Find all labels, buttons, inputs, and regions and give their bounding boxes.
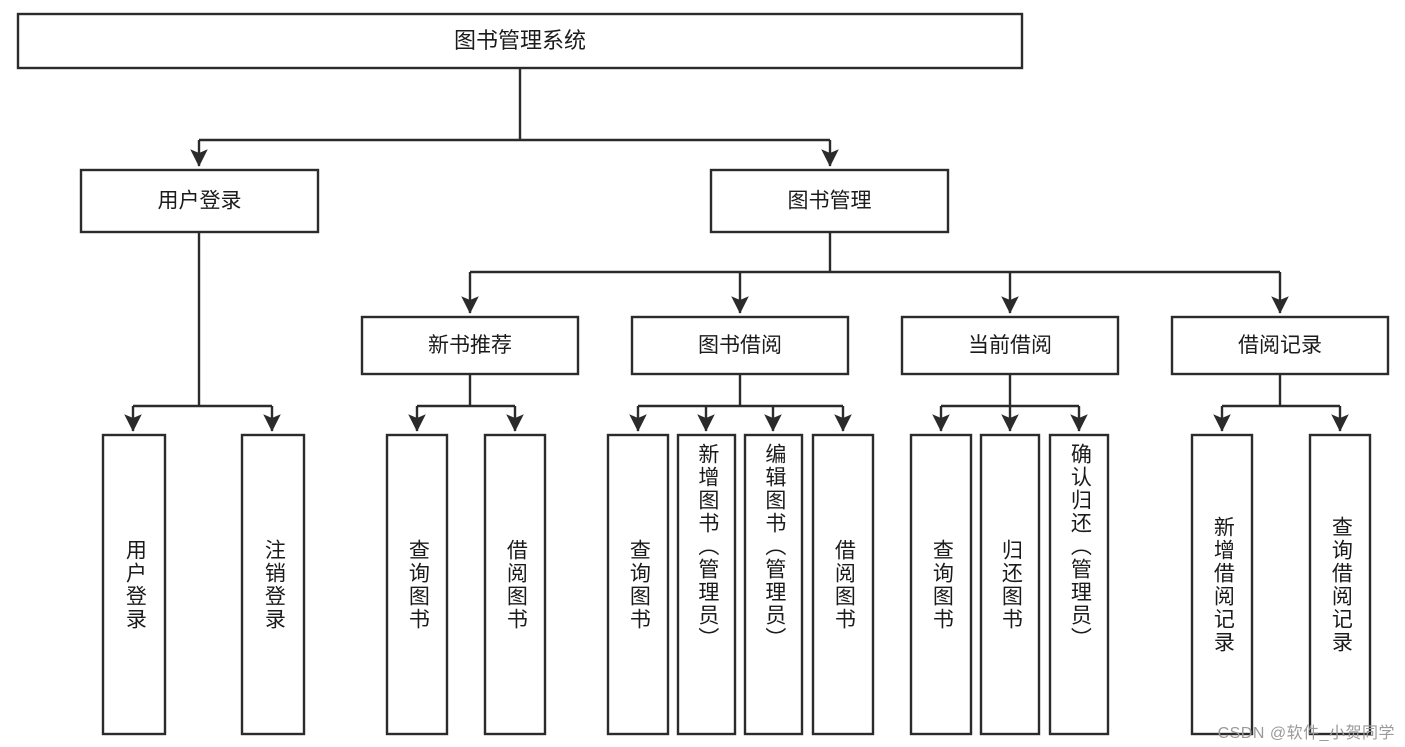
node-book-manage-box[interactable]	[709, 168, 950, 234]
node-current-borrow[interactable]: 当前借阅	[900, 315, 1120, 376]
leaf-box-query-book-3[interactable]	[909, 433, 973, 736]
node-book-manage[interactable]: 图书管理	[709, 168, 950, 234]
node-user-login[interactable]: 用户登录	[79, 168, 320, 234]
leaf-box-borrow-book-1[interactable]	[483, 433, 547, 736]
leaf-box-return-book[interactable]	[979, 433, 1041, 736]
leaf-box-confirm-return[interactable]	[1048, 433, 1110, 736]
node-current-borrow-box[interactable]	[900, 315, 1120, 376]
node-new-book-recommend-label: 新书推荐	[428, 334, 512, 357]
node-book-borrow[interactable]: 图书借阅	[630, 315, 850, 376]
node-root[interactable]: 图书管理系统	[16, 12, 1024, 70]
csdn-watermark: CSDN @软件_小贺同学	[1217, 725, 1395, 742]
node-new-book-recommend[interactable]: 新书推荐	[360, 315, 580, 376]
leaf-box-query-record[interactable]	[1308, 433, 1372, 736]
node-borrow-record[interactable]: 借阅记录	[1170, 315, 1390, 376]
leaf-box-add-record[interactable]	[1190, 433, 1254, 736]
node-current-borrow-label: 当前借阅	[968, 334, 1052, 357]
node-borrow-record-label: 借阅记录	[1238, 334, 1322, 357]
node-root-box[interactable]	[16, 12, 1024, 70]
leaf-box-borrow-book-2[interactable]	[811, 433, 875, 736]
leaf-box-query-book-2[interactable]	[606, 433, 670, 736]
leaf-box-user-logout[interactable]	[240, 433, 306, 736]
node-borrow-record-box[interactable]	[1170, 315, 1390, 376]
node-root-label: 图书管理系统	[454, 28, 586, 53]
node-new-book-recommend-box[interactable]	[360, 315, 580, 376]
leaf-box-edit-book[interactable]	[743, 433, 804, 736]
node-book-borrow-label: 图书借阅	[698, 334, 782, 357]
node-book-manage-label: 图书管理	[788, 190, 872, 213]
leaf-box-query-book-1[interactable]	[385, 433, 449, 736]
leaf-box-add-book[interactable]	[676, 433, 737, 736]
node-book-borrow-box[interactable]	[630, 315, 850, 376]
node-user-login-label: 用户登录	[158, 190, 242, 213]
leaf-box-user-login[interactable]	[101, 433, 167, 736]
